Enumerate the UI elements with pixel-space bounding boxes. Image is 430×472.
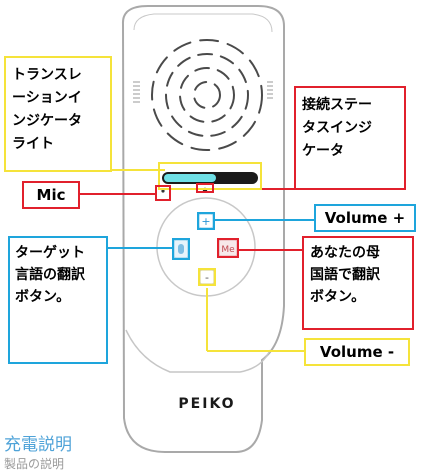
volume-up-marker bbox=[197, 212, 215, 230]
callout-mother-lang-button: あなたの母 国語で翻訳 ボタン。 bbox=[302, 236, 414, 330]
device-inner-edge bbox=[133, 13, 273, 33]
section-title: 充電説明 bbox=[4, 435, 72, 455]
target-lang-marker bbox=[172, 238, 190, 260]
brand-logo: PEIKO bbox=[178, 396, 235, 412]
translation-indicator-marker bbox=[158, 162, 262, 190]
callout-translation-indicator: トランスレ ーションイ ンジケータ ライト bbox=[4, 56, 112, 172]
callout-target-lang-button: ターゲット 言語の翻訳 ボタン。 bbox=[8, 236, 108, 364]
connection-status-marker bbox=[196, 183, 214, 193]
volume-down-symbol: - bbox=[205, 271, 209, 284]
callout-mic: Mic bbox=[22, 181, 80, 209]
mic-hole bbox=[161, 189, 165, 193]
volume-up-symbol: + bbox=[201, 215, 210, 228]
callout-connection-indicator: 接続ステー タスインジ ケータ bbox=[294, 86, 406, 190]
mother-lang-mark: Me bbox=[221, 245, 235, 255]
mic-marker bbox=[155, 185, 171, 201]
speaker-grille bbox=[151, 39, 263, 151]
callout-volume-down: Volume - bbox=[304, 338, 410, 366]
callout-volume-up: Volume + bbox=[314, 204, 416, 232]
translation-indicator-light bbox=[164, 174, 216, 182]
mother-lang-marker bbox=[217, 238, 239, 258]
mic-glyph-icon bbox=[178, 244, 184, 254]
left-side-grooves bbox=[133, 81, 140, 103]
right-side-grooves bbox=[267, 81, 273, 99]
volume-down-marker bbox=[198, 268, 216, 286]
device-side-curve bbox=[125, 329, 271, 373]
